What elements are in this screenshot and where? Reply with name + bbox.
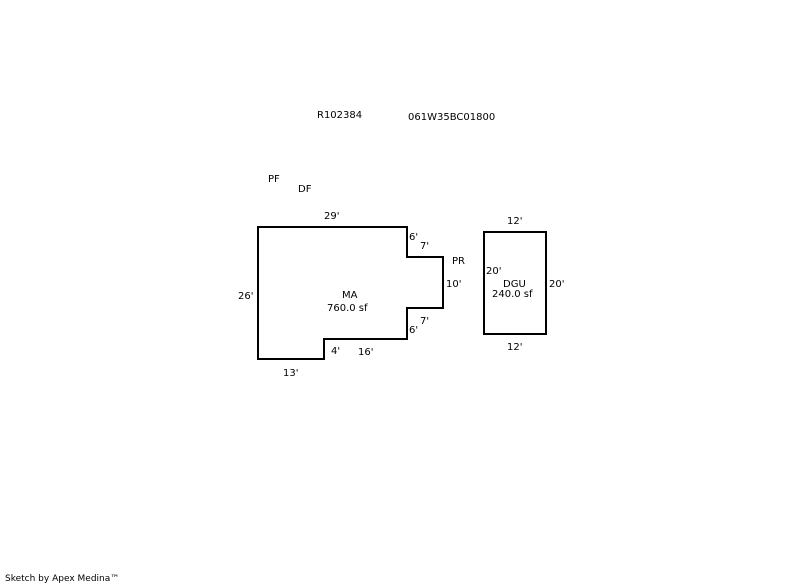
dim-ma-notch: 4' xyxy=(331,346,340,357)
garage-outline xyxy=(483,231,547,335)
dim-garage-top: 12' xyxy=(507,216,522,227)
main-area-name: MA xyxy=(342,290,358,301)
dim-garage-right: 20' xyxy=(549,279,564,290)
map-number: 061W35BC01800 xyxy=(408,112,495,123)
dim-ma-bottom-left: 13' xyxy=(283,368,298,379)
dim-ma-step-upper-h: 7' xyxy=(420,241,429,252)
dim-ma-step-upper-v: 6' xyxy=(409,232,418,243)
dim-ma-step-lower-v: 6' xyxy=(409,325,418,336)
dim-ma-right: 10' xyxy=(446,279,461,290)
note-df: DF xyxy=(298,184,312,195)
garage-size: 240.0 sf xyxy=(492,289,533,300)
dim-ma-left: 26' xyxy=(238,291,253,302)
dim-garage-left: 20' xyxy=(486,266,501,277)
parcel-id: R102384 xyxy=(317,110,362,121)
sketch-credit: Sketch by Apex Medina™ xyxy=(5,574,120,584)
dim-garage-bottom: 12' xyxy=(507,342,522,353)
dim-ma-top: 29' xyxy=(324,211,339,222)
dim-ma-step-lower-h: 7' xyxy=(420,316,429,327)
garage-name: DGU xyxy=(503,279,526,290)
main-area-size: 760.0 sf xyxy=(327,303,368,314)
main-area-outline xyxy=(257,226,444,360)
note-pr: PR xyxy=(452,256,465,267)
note-pf: PF xyxy=(268,174,280,185)
dim-ma-bottom-right: 16' xyxy=(358,347,373,358)
